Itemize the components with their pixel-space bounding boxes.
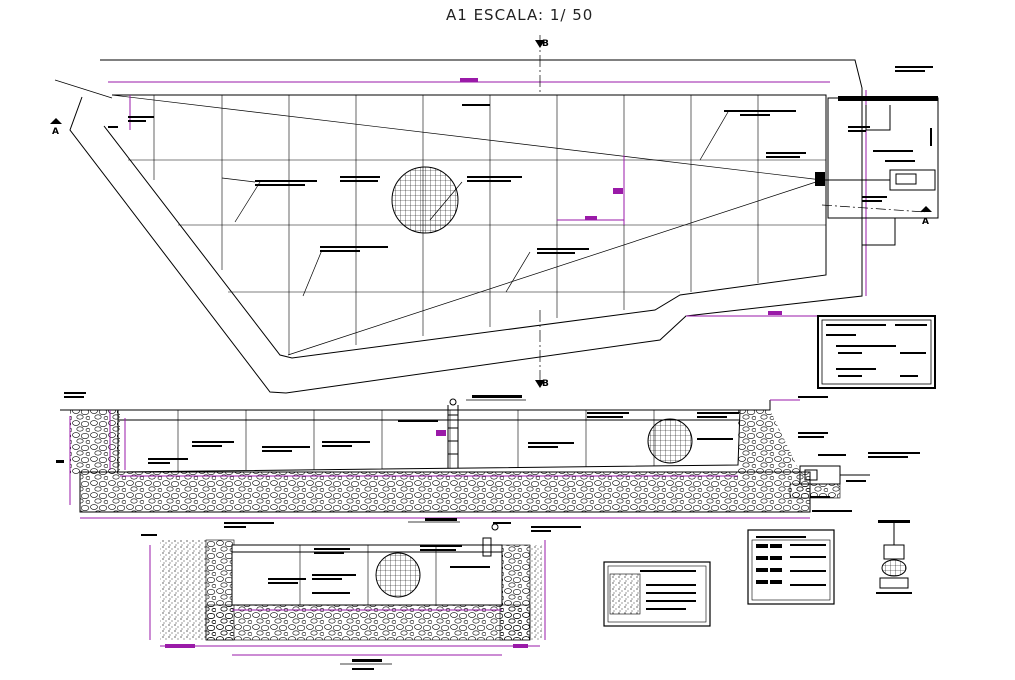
section-a-title-mark: [466, 395, 526, 401]
section-mark-b-bottom: B: [542, 379, 549, 389]
plan-outer-boundary: [69, 59, 863, 394]
section-mark-b-top: B: [542, 39, 549, 49]
section-a-a: [56, 392, 920, 523]
detail-box-2: [747, 529, 835, 605]
plan-slope-line-top: [111, 94, 823, 181]
sheet-title: A1 ESCALA: 1/ 50: [446, 6, 593, 24]
plan-pool-outline: [103, 94, 827, 359]
plan-view: B B A A: [50, 35, 939, 394]
section-b-b: [141, 522, 581, 670]
plan-callout-labels: [108, 104, 806, 254]
section-mark-a-left: A: [52, 127, 59, 137]
valve-detail: [876, 520, 912, 594]
section-mark-a-right: A: [922, 217, 929, 227]
pump-room: [815, 66, 939, 246]
detail-box-1: [603, 561, 711, 627]
plan-legend-box: [817, 315, 936, 389]
section-a-ladder: [447, 398, 459, 468]
plan-slope-line-bottom: [287, 179, 823, 356]
section-a-pump-detail: [789, 465, 870, 499]
